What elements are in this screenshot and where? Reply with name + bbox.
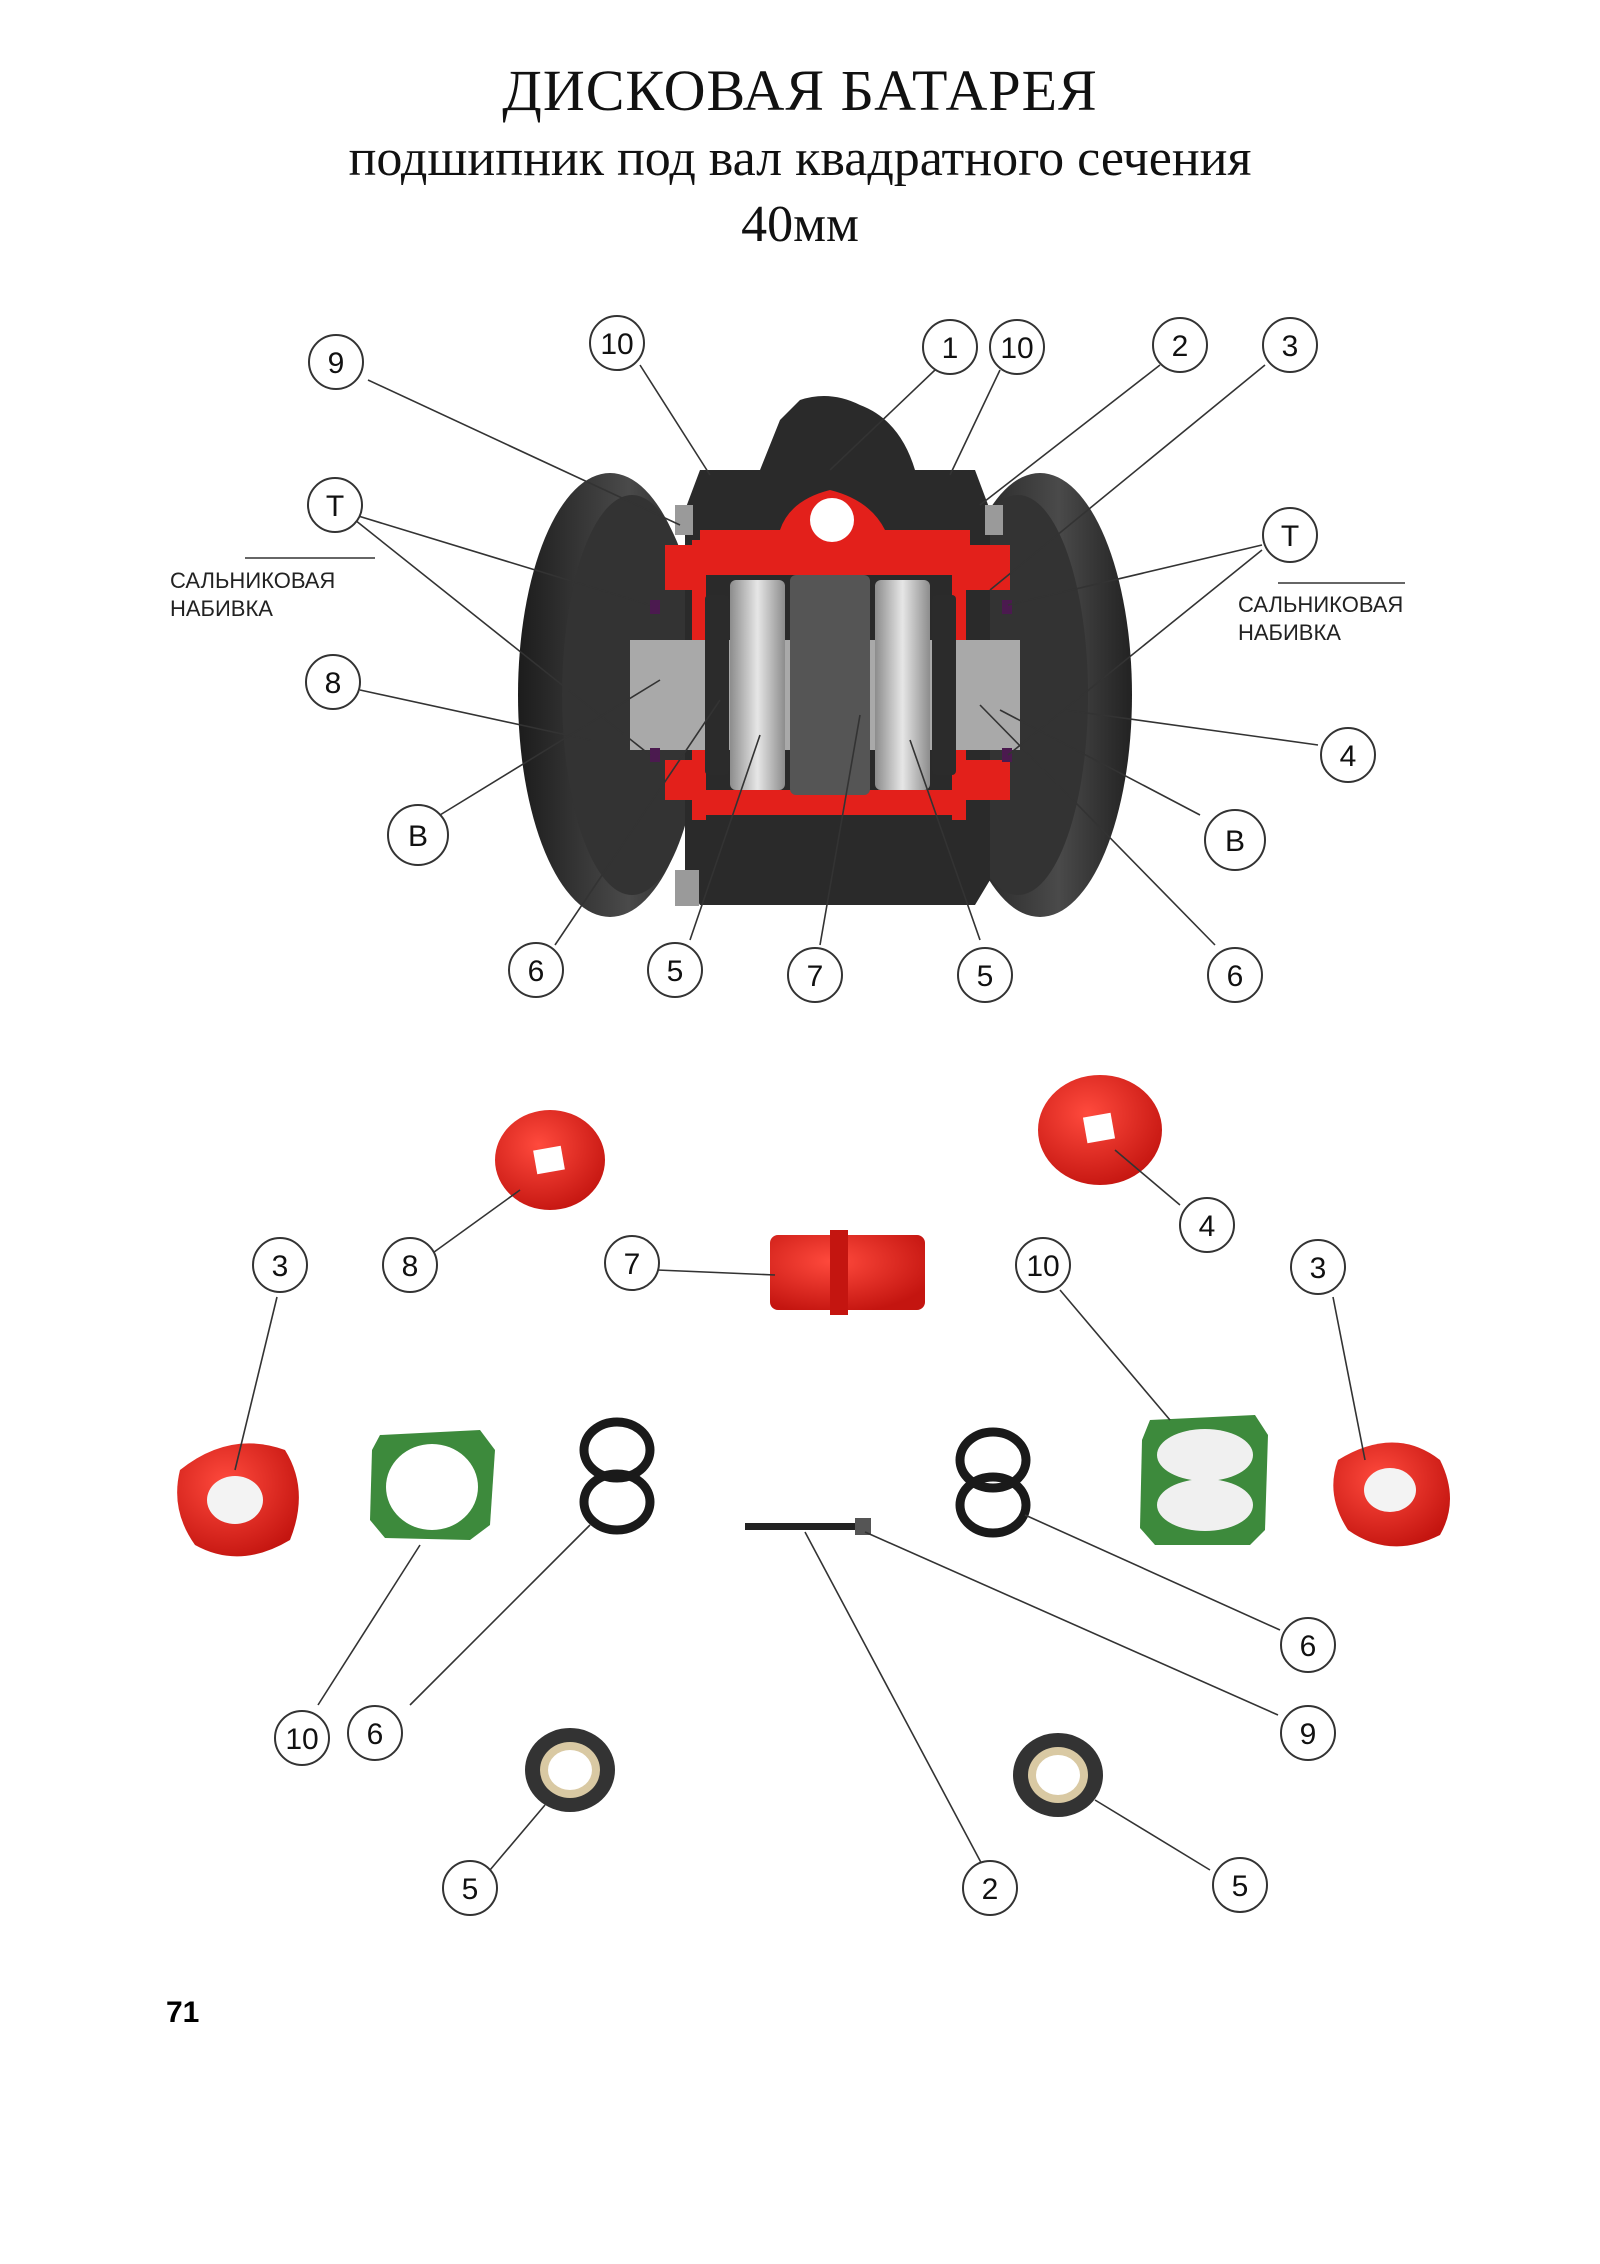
callout-6: 6 (347, 1705, 403, 1761)
exploded-parts (177, 1075, 1450, 1817)
part-5-bearing-left (525, 1728, 615, 1812)
gland-packing-label-left-line2: НАБИВКА (170, 596, 273, 621)
callout-8: 8 (382, 1237, 438, 1293)
svg-text:B: B (1225, 825, 1245, 858)
leader-lines-top (354, 364, 1319, 946)
callout-2: 2 (1152, 317, 1208, 373)
callout-3: 3 (1290, 1239, 1346, 1295)
callout-B-right: B (1204, 809, 1266, 871)
svg-text:3: 3 (1310, 1252, 1327, 1285)
callout-T-left: T (307, 477, 363, 533)
callout-B-left: B (387, 804, 449, 866)
bearings (705, 580, 956, 790)
page-number: 71 (166, 1996, 200, 2029)
gland-packing-label-right-line1: САЛЬНИКОВАЯ (1238, 592, 1403, 617)
callout-9: 9 (1280, 1705, 1336, 1761)
gland-packing-label-left-line1: САЛЬНИКОВАЯ (170, 568, 335, 593)
gland-packing-mark (650, 748, 660, 762)
callout-4: 4 (1179, 1197, 1235, 1253)
svg-text:10: 10 (1026, 1250, 1059, 1283)
gland-packing-mark (650, 600, 660, 614)
callout-10: 10 (589, 315, 645, 371)
callout-5: 5 (957, 947, 1013, 1003)
svg-text:2: 2 (1172, 330, 1189, 363)
callout-10: 10 (989, 319, 1045, 375)
callout-2: 2 (962, 1860, 1018, 1916)
gland-packing-label-right-line2: НАБИВКА (1238, 620, 1341, 645)
svg-text:6: 6 (367, 1718, 384, 1751)
svg-text:3: 3 (1282, 330, 1299, 363)
callout-10: 10 (274, 1710, 330, 1766)
svg-text:T: T (1281, 520, 1299, 553)
part-9-bolt (745, 1518, 871, 1535)
svg-text:5: 5 (462, 1873, 479, 1906)
svg-text:6: 6 (1300, 1630, 1317, 1663)
svg-text:7: 7 (807, 960, 824, 993)
part-6-seals-left (579, 1417, 655, 1535)
svg-text:4: 4 (1340, 740, 1357, 773)
assembly-section (518, 396, 1132, 917)
page-subtitle: подшипник под вал квадратного сечения (348, 130, 1252, 187)
part-3-flange-right (1333, 1442, 1450, 1547)
part-8-disc (495, 1110, 605, 1210)
svg-text:3: 3 (272, 1250, 289, 1283)
leader-lines-bottom (234, 1149, 1366, 1871)
part-3-flange-left (177, 1443, 299, 1557)
part-6-seals-right (955, 1427, 1031, 1538)
callout-7: 7 (787, 947, 843, 1003)
callout-10: 10 (1015, 1237, 1071, 1293)
callout-7: 7 (604, 1235, 660, 1291)
svg-text:5: 5 (977, 960, 994, 993)
callout-9: 9 (308, 334, 364, 390)
svg-text:2: 2 (982, 1873, 999, 1906)
part-10-gasket-left (370, 1430, 495, 1540)
title-block: ДИСКОВАЯ БАТАРЕЯ подшипник под вал квадр… (0, 56, 1600, 258)
callout-T-right: T (1262, 507, 1318, 563)
svg-text:5: 5 (667, 955, 684, 988)
callout-1: 1 (922, 319, 978, 375)
callout-5: 5 (1212, 1857, 1268, 1913)
callout-4: 4 (1320, 727, 1376, 783)
svg-text:5: 5 (1232, 1870, 1249, 1903)
svg-text:B: B (408, 820, 428, 853)
part-4-disc (1038, 1075, 1162, 1185)
page-size-label: 40мм (741, 196, 859, 253)
page-title: ДИСКОВАЯ БАТАРЕЯ (502, 58, 1098, 123)
svg-text:6: 6 (528, 955, 545, 988)
callout-3: 3 (1262, 317, 1318, 373)
svg-text:10: 10 (285, 1723, 318, 1756)
callout-6: 6 (508, 942, 564, 998)
callout-8: 8 (305, 654, 361, 710)
callouts-bottom: 8 4 3 7 10 3 6 9 10 6 5 2 5 (252, 1197, 1346, 1916)
svg-text:10: 10 (1000, 332, 1033, 365)
callout-3: 3 (252, 1237, 308, 1293)
callout-6: 6 (1207, 947, 1263, 1003)
svg-text:T: T (326, 490, 344, 523)
svg-text:9: 9 (328, 347, 345, 380)
svg-text:10: 10 (600, 328, 633, 361)
svg-text:4: 4 (1199, 1210, 1216, 1243)
part-10-gasket-right (1140, 1415, 1268, 1545)
svg-text:6: 6 (1227, 960, 1244, 993)
housing-hole (810, 498, 854, 542)
svg-text:1: 1 (942, 332, 959, 365)
part-5-bearing-right (1013, 1733, 1103, 1817)
part-7-sleeve (770, 1230, 925, 1315)
callout-5: 5 (442, 1860, 498, 1916)
gland-packing-mark (1002, 748, 1012, 762)
callout-6: 6 (1280, 1617, 1336, 1673)
svg-text:7: 7 (624, 1248, 641, 1281)
svg-text:9: 9 (1300, 1718, 1317, 1751)
callout-5: 5 (647, 942, 703, 998)
gland-packing-mark (1002, 600, 1012, 614)
callouts-top: 9 10 1 10 2 3 T T 8 4 B B 6 5 7 5 6 (305, 315, 1376, 1003)
svg-text:8: 8 (325, 667, 342, 700)
svg-text:8: 8 (402, 1250, 419, 1283)
